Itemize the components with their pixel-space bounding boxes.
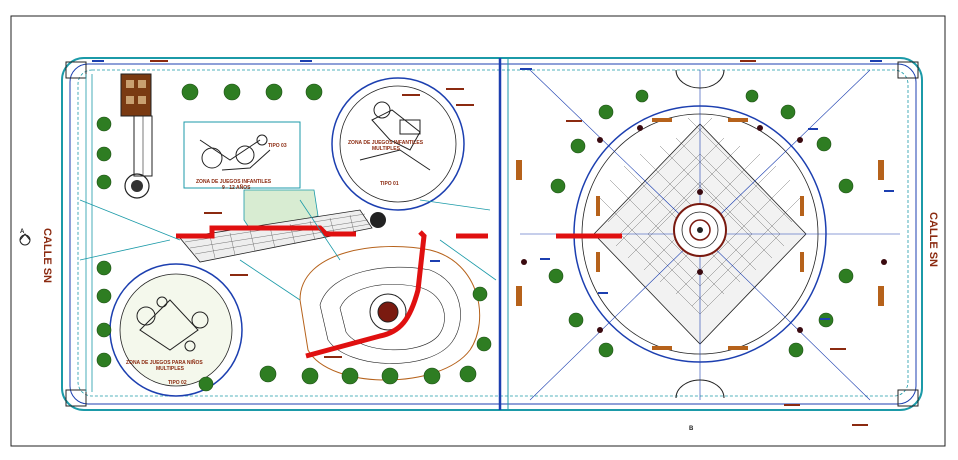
circle-bottom-label: ZONA DE JUEGOS PARA NIÑOS: [126, 359, 203, 366]
left-zone: ZONA DE JUEGOS INFANTILES 9 - 12 AÑOS TI…: [79, 73, 497, 397]
play-circle-top: ZONA DE JUEGOS INFANTILES MULTIPLES TIPO…: [331, 77, 465, 211]
lamp-posts: [521, 125, 887, 333]
circle-top-sublabel: MULTIPLES: [372, 146, 401, 152]
play-zone-9-12: [183, 121, 301, 189]
tipo-label-circle-bottom: TIPO 02: [168, 380, 187, 386]
central-fountain: [673, 203, 727, 257]
annotation-dashes: [150, 60, 868, 426]
section-b-label: B: [689, 426, 694, 432]
red-path: [176, 225, 488, 359]
tree-icon: [181, 83, 199, 101]
section-marker-a: A: [19, 229, 31, 246]
section-marker-b: B: [689, 426, 694, 432]
pavilion: [120, 73, 152, 117]
street-label-left: CALLE SN: [41, 228, 53, 283]
corner-stairs: [65, 61, 919, 407]
layout-lines-left: [79, 74, 497, 392]
tree-group-left: [96, 83, 492, 392]
circle-bottom-sublabel: MULTIPLES: [156, 366, 185, 372]
circle-top-label: ZONA DE JUEGOS INFANTILES: [348, 140, 424, 146]
contour-mound: [299, 246, 481, 381]
play-zone-label: ZONA DE JUEGOS INFANTILES: [196, 179, 272, 185]
tipo-label-circle-top: TIPO 01: [380, 181, 399, 187]
play-circle-bottom: ZONA DE JUEGOS PARA NIÑOS MULTIPLES TIPO…: [109, 263, 243, 397]
round-kiosk: [124, 173, 150, 199]
section-a-label: A: [20, 229, 25, 235]
right-zone: [516, 69, 900, 401]
street-label-right: CALLE SN: [927, 212, 939, 267]
tipo-label-top-left: TIPO 03: [268, 143, 287, 149]
play-zone-age: 9 - 12 AÑOS: [222, 184, 251, 191]
annotation-markers: [92, 60, 894, 320]
play-structure-icon: [199, 134, 271, 171]
site-boundary: [61, 57, 923, 411]
tree-group-right: [548, 89, 854, 358]
plaza-benches: [516, 118, 884, 350]
north-arrow-icon: [19, 234, 31, 246]
